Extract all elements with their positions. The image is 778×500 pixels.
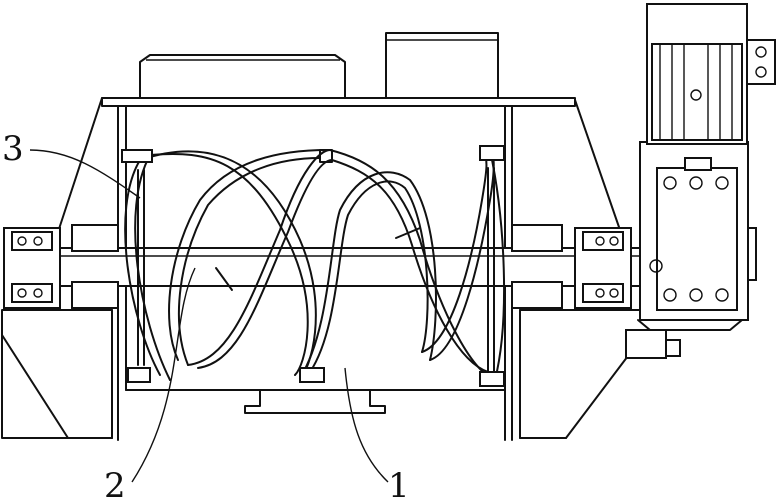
leader-lines <box>29 149 389 483</box>
top-cover <box>101 32 576 107</box>
callout-2: 2 <box>104 466 126 500</box>
right-bearing <box>511 224 632 309</box>
callout-3: 3 <box>2 129 24 169</box>
motor <box>646 3 776 145</box>
left-bearing <box>3 224 119 309</box>
main-shaft <box>57 247 659 287</box>
gearbox <box>625 141 757 359</box>
support-arms <box>137 167 495 373</box>
ribbon-blades <box>121 145 506 387</box>
callout-1: 1 <box>388 466 410 500</box>
